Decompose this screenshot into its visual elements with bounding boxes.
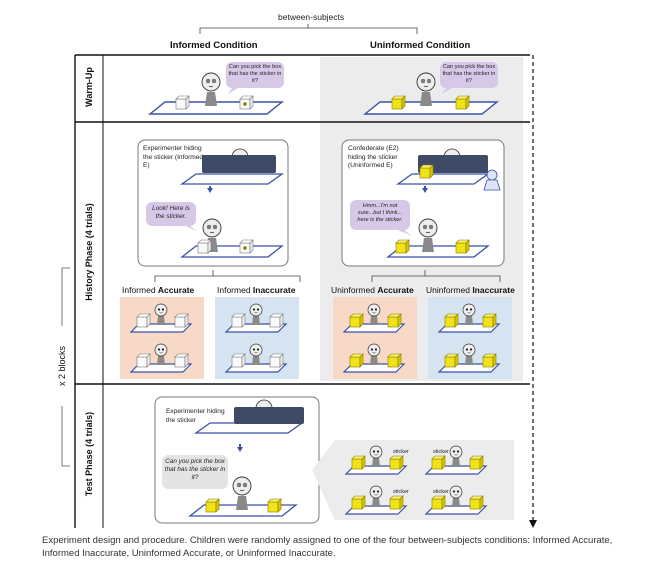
test-bubble: Can you pick the box that has the sticke… bbox=[164, 458, 226, 481]
warmup-uninformed-bubble: Can you pick the box that has the sticke… bbox=[442, 64, 496, 84]
warmup-uninformed-scene bbox=[363, 62, 499, 115]
phase-warmup-label: Warm-Up bbox=[84, 67, 94, 107]
phase-history-label: History Phase (4 trials) bbox=[84, 203, 94, 301]
test-panel bbox=[154, 396, 320, 524]
sub-label-informed-accurate: Informed Accurate bbox=[122, 285, 195, 295]
between-subjects-brace bbox=[199, 24, 418, 34]
experiment-diagram bbox=[61, 24, 537, 528]
history-uninformed-panel bbox=[341, 139, 505, 267]
between-subjects-label: between-subjects bbox=[278, 12, 345, 22]
history-informed-agent-label: Experimenter hiding the sticker (Informe… bbox=[143, 145, 204, 169]
history-informed-bubble: Look! Here is the sticker. bbox=[152, 205, 190, 220]
warmup-informed-scene bbox=[148, 62, 284, 115]
sticker-label-2: sticker bbox=[433, 449, 449, 455]
warmup-informed-bubble: Can you pick the box that has the sticke… bbox=[228, 64, 282, 84]
history-informed-panel bbox=[137, 139, 289, 267]
sticker-label-4: sticker bbox=[433, 489, 449, 495]
blocks-label: x 2 blocks bbox=[57, 326, 67, 406]
history-uninformed-agent-label: Confederate (E2) hiding the sticker (Uni… bbox=[348, 145, 399, 169]
test-options-callout bbox=[312, 440, 514, 520]
test-agent-label: Experimenter hiding the sticker bbox=[166, 408, 225, 424]
sticker-label-1: sticker bbox=[393, 449, 409, 455]
history-uninformed-bubble: Hmm...I'm not sure...but I think... here… bbox=[357, 203, 403, 223]
sub-condition-braces bbox=[154, 270, 501, 282]
figure-caption: Experiment design and procedure. Childre… bbox=[42, 535, 613, 559]
phase-test-label: Test Phase (4 trials) bbox=[84, 411, 94, 497]
sticker-label-3: sticker bbox=[393, 489, 409, 495]
uninformed-condition-heading: Uninformed Condition bbox=[370, 40, 471, 51]
sub-label-informed-inaccurate: Informed Inaccurate bbox=[217, 285, 296, 295]
informed-condition-heading: Informed Condition bbox=[170, 40, 258, 51]
sub-label-uninformed-inaccurate: Uninformed Inaccurate bbox=[426, 285, 515, 295]
phase-frame bbox=[74, 54, 537, 528]
sub-label-uninformed-accurate: Uninformed Accurate bbox=[331, 285, 414, 295]
